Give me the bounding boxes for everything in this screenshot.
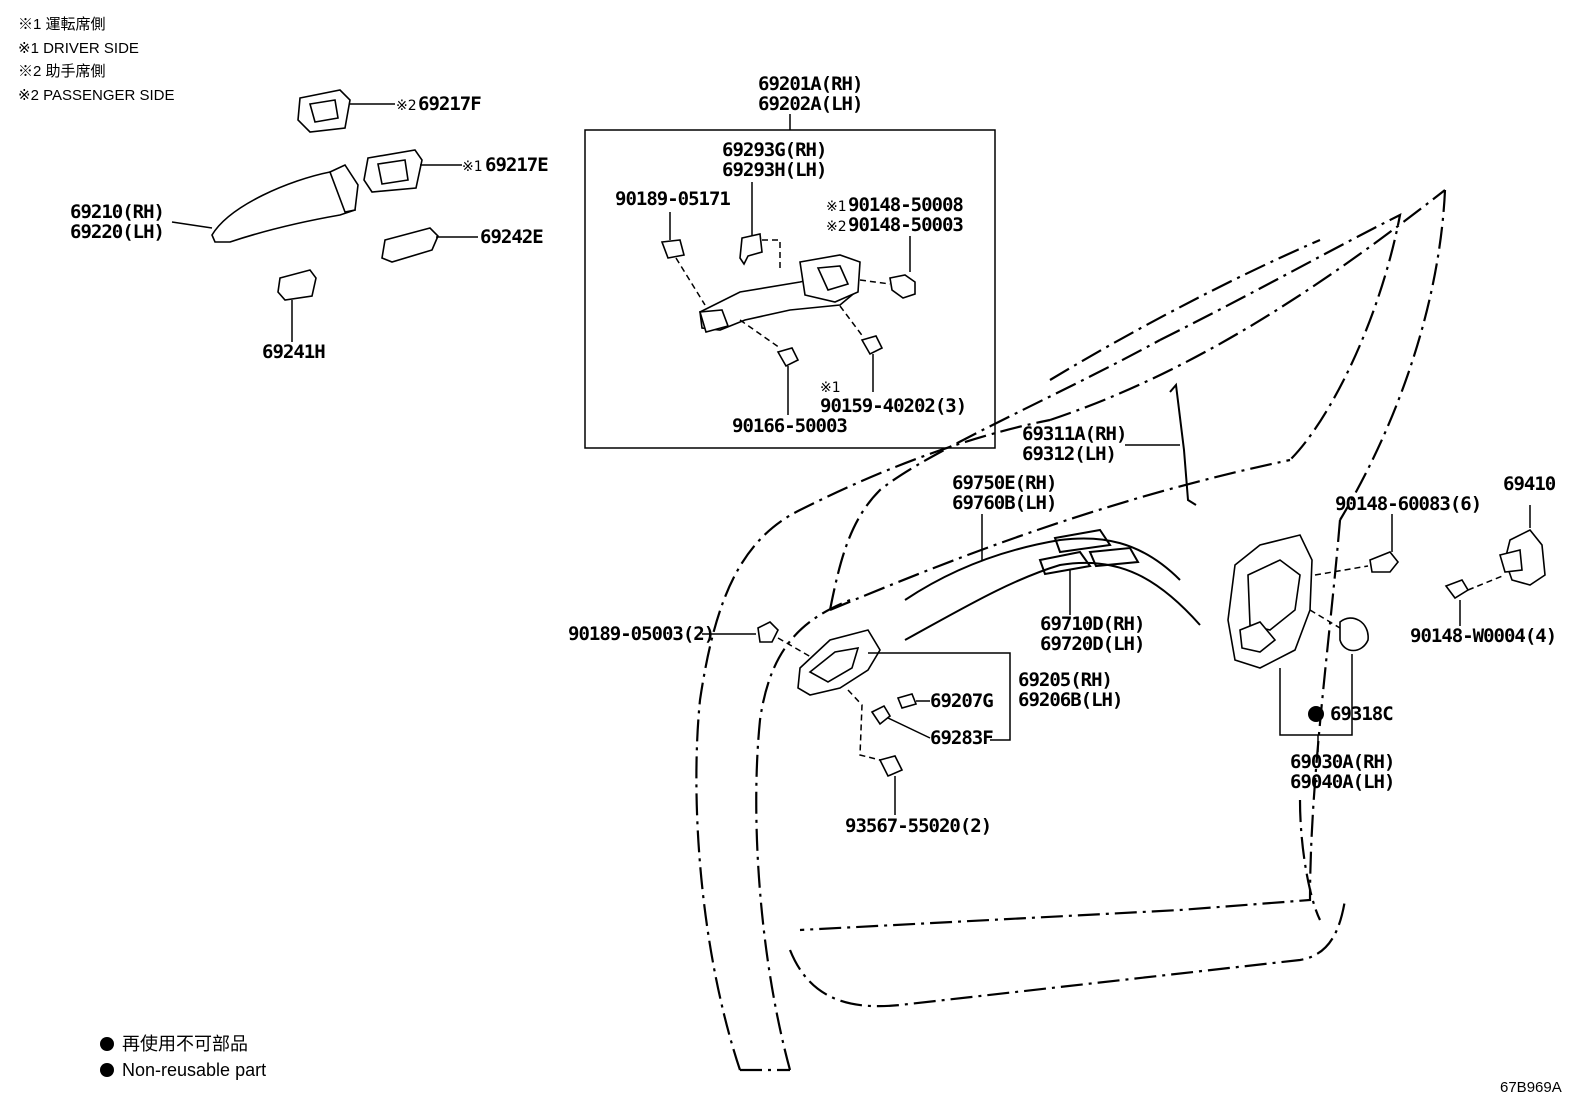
diagram-code: 67B969A	[1500, 1079, 1562, 1096]
label-69207g: 69207G	[930, 690, 993, 712]
svg-text:※1: ※1	[820, 380, 841, 396]
label-69201a-rh: 69201A(RH)	[758, 73, 862, 95]
label-90148-50008: 90148-50008	[848, 194, 963, 216]
label-69241h: 69241H	[262, 341, 325, 363]
label-69210-rh: 69210(RH)	[70, 201, 164, 223]
cap-69283f	[870, 704, 892, 726]
svg-text:※1: ※1	[826, 199, 847, 215]
label-69217e: 69217E	[485, 154, 548, 176]
lock-assembly-group: 90148-60083(6) 69318C 69030A(RH) 69040A(…	[1227, 473, 1557, 793]
label-69293h-lh: 69293H(LH)	[722, 159, 826, 181]
label-69410: 69410	[1503, 473, 1556, 495]
label-69283f: 69283F	[930, 727, 993, 749]
screw-90148-50003	[889, 274, 916, 299]
label-69720d-lh: 69720D(LH)	[1040, 633, 1144, 655]
label-93567-55020: 93567-55020(2)	[845, 815, 991, 837]
legend-bullet-en	[100, 1063, 114, 1077]
note-driver-side-jp: ※1 運転席側	[18, 16, 106, 33]
label-69710d-rh: 69710D(RH)	[1040, 613, 1144, 635]
label-90148-60083: 90148-60083(6)	[1335, 493, 1481, 515]
bolt-90159-40202	[860, 335, 884, 356]
legend-non-reusable-jp: 再使用不可部品	[122, 1034, 248, 1054]
assembly-box	[584, 129, 996, 449]
svg-text:※2: ※2	[826, 219, 847, 235]
handle-pad-69242e	[381, 227, 439, 263]
label-69312-lh: 69312(LH)	[1022, 443, 1116, 465]
bolt-90148-60083	[1369, 551, 1400, 573]
label-69205-rh: 69205(RH)	[1018, 669, 1112, 691]
label-69220-lh: 69220(LH)	[70, 221, 164, 243]
label-90159-40202: 90159-40202(3)	[820, 395, 966, 417]
label-90166-50003: 90166-50003	[732, 415, 847, 437]
note-passenger-side-en: ※2 PASSENGER SIDE	[18, 87, 175, 104]
outside-handle-group: ※2 69217F ※1 69217E 69210(RH) 69220(LH) …	[70, 89, 549, 363]
clip-90189-05003	[757, 621, 779, 643]
label-69311a-rh: 69311A(RH)	[1022, 423, 1126, 445]
handle-frame-group: 69201A(RH) 69202A(LH) 69293G(RH) 69293H(…	[584, 73, 996, 449]
label-90148-50003: 90148-50003	[848, 214, 963, 236]
label-69040a-lh: 69040A(LH)	[1290, 771, 1394, 793]
cable-69750e	[904, 537, 1181, 601]
lock-rod-group: 69311A(RH) 69312(LH)	[1022, 382, 1197, 506]
washer-69318c	[1339, 617, 1369, 652]
label-69202a-lh: 69202A(LH)	[758, 93, 862, 115]
label-69760b-lh: 69760B(LH)	[952, 492, 1056, 514]
clip-90189-05171	[660, 239, 685, 259]
label-90189-05003: 90189-05003(2)	[568, 623, 714, 645]
non-reusable-marker	[1308, 706, 1324, 722]
bracket-69293g	[739, 233, 763, 266]
note-passenger-side-jp: ※2 助手席側	[18, 63, 106, 80]
lock-rod-69311a	[1169, 382, 1197, 506]
label-69242e: 69242E	[480, 226, 543, 248]
svg-text:※1: ※1	[462, 159, 483, 175]
pad-69207g	[896, 693, 918, 709]
cable-69710d	[904, 561, 1201, 641]
svg-text:※2: ※2	[396, 98, 417, 114]
screw-93567-55020	[878, 755, 904, 778]
note-driver-side-en: ※1 DRIVER SIDE	[18, 40, 139, 57]
legend-bullet-jp	[100, 1037, 114, 1051]
label-69293g-rh: 69293G(RH)	[722, 139, 826, 161]
door-outline	[695, 189, 1447, 1072]
label-69750e-rh: 69750E(RH)	[952, 472, 1056, 494]
cable-group: 69750E(RH) 69760B(LH) 69710D(RH) 69720D(…	[904, 472, 1201, 655]
inside-handle-group: 90189-05003(2) 69205(RH) 69206B(LH) 6920…	[568, 621, 1123, 837]
bolt-90166-50003	[776, 347, 800, 368]
screw-90148-w0004	[1444, 579, 1470, 600]
handle-cap-69241h	[277, 269, 317, 301]
label-69030a-rh: 69030A(RH)	[1290, 751, 1394, 773]
label-69206b-lh: 69206B(LH)	[1018, 689, 1122, 711]
label-90148-w0004: 90148-W0004(4)	[1410, 625, 1556, 647]
label-69318c: 69318C	[1330, 703, 1393, 725]
label-69217f: 69217F	[418, 93, 481, 115]
label-90189-05171: 90189-05171	[615, 188, 730, 210]
legend-non-reusable-en: Non-reusable part	[122, 1060, 266, 1080]
